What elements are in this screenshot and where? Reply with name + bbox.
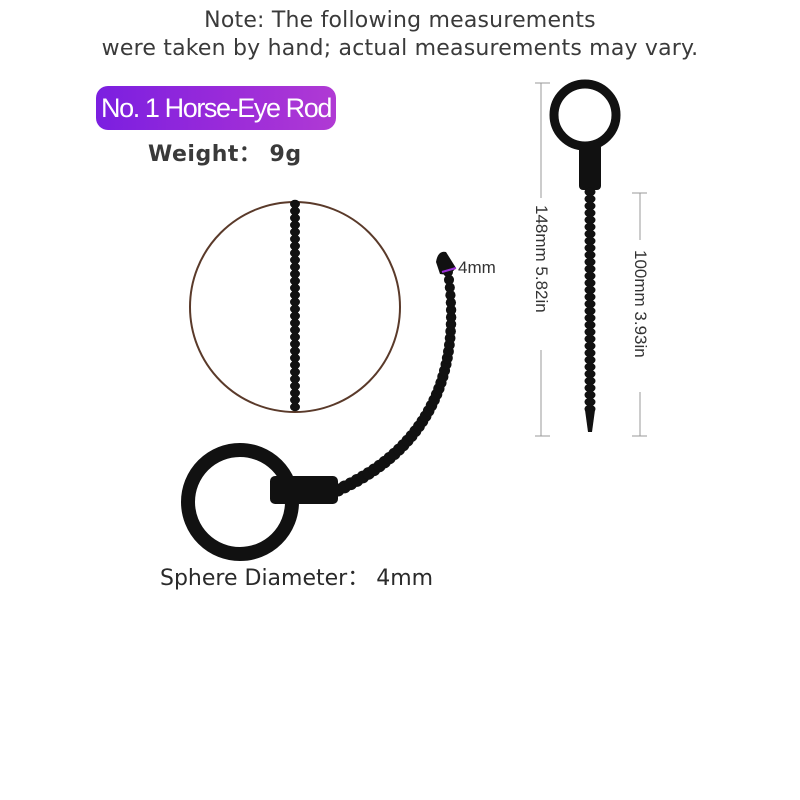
total-length-label: 148mm 5.82in [532, 205, 551, 313]
curved-bead-chain [331, 267, 457, 497]
rod-length-label: 100mm 3.93in [631, 250, 650, 358]
ring-connector-right [579, 142, 601, 190]
note-line-2: were taken by hand; actual measurements … [101, 36, 699, 61]
tip-size-label: 4mm [458, 258, 496, 277]
ring-connector-left [270, 476, 338, 504]
note-line-1: Note: The following measurements [204, 8, 596, 33]
sphere-diameter-label: Sphere Diameter： 4mm [160, 566, 434, 591]
rod-tip-right [585, 410, 595, 432]
dimension-lines [535, 82, 647, 437]
zoomed-bead-chain [290, 199, 300, 412]
weight-label: Weight： 9g [148, 142, 302, 167]
product-badge: No. 1 Horse-Eye Rod [96, 86, 336, 130]
straight-bead-chain [584, 187, 596, 414]
pull-ring-right [549, 79, 621, 151]
tip-marker [441, 267, 457, 273]
